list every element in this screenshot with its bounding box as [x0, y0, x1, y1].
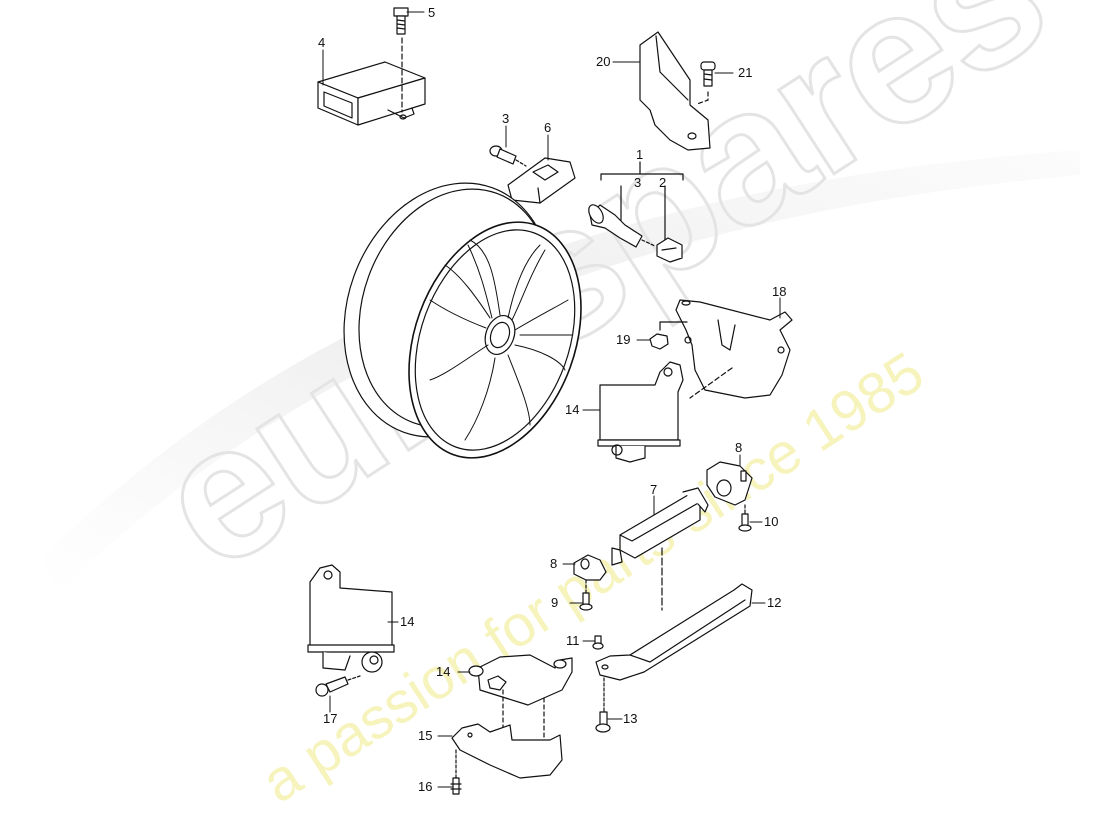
cover-12-icon[interactable] — [595, 583, 753, 713]
callout-11[interactable]: 11 — [566, 633, 580, 648]
callout-6[interactable]: 5 — [428, 5, 436, 20]
nut-icon[interactable] — [649, 321, 688, 350]
valve-group-bracket — [600, 161, 684, 181]
callout-9[interactable]: 8 — [735, 440, 743, 455]
screw-21-icon[interactable] — [696, 61, 716, 105]
leader-lines — [322, 11, 781, 788]
callout-19[interactable]: 19 — [616, 332, 631, 347]
screw-3-icon[interactable] — [489, 145, 527, 167]
callout-17[interactable]: 17 — [323, 711, 338, 726]
bolt-icon[interactable] — [393, 7, 409, 35]
valve-cap-icon[interactable] — [656, 185, 683, 263]
bolt-17-icon[interactable] — [315, 675, 361, 697]
bracket-18-icon[interactable] — [675, 299, 793, 399]
callout-15[interactable]: 15 — [418, 728, 433, 743]
screw-13-icon[interactable] — [595, 711, 611, 733]
transmitter-upper-icon[interactable] — [597, 361, 684, 463]
wheel-rim-icon[interactable] — [310, 154, 612, 482]
control-unit-icon[interactable] — [317, 61, 426, 126]
callout-10-left[interactable]: 9 — [551, 595, 559, 610]
callout-12[interactable]: 12 — [767, 595, 782, 610]
transmitter-bottom-icon[interactable] — [468, 654, 573, 761]
bracket-15-icon[interactable] — [451, 723, 563, 779]
holder-8-icon[interactable] — [573, 554, 607, 594]
callout-16[interactable]: 16 — [418, 779, 433, 794]
callout-4[interactable]: 6 — [544, 120, 552, 135]
callout-5[interactable]: 4 — [318, 35, 326, 50]
callout-14-bottom[interactable]: 14 — [436, 664, 451, 679]
holder-9-icon[interactable] — [706, 461, 753, 515]
bracket-20-icon[interactable] — [639, 31, 711, 151]
callout-10-right[interactable]: 10 — [764, 514, 779, 529]
callout-3-screw[interactable]: 3 — [502, 111, 510, 126]
callout-13[interactable]: 13 — [623, 711, 638, 726]
callout-14-left[interactable]: 14 — [400, 614, 415, 629]
antenna-module-icon[interactable] — [611, 487, 709, 611]
callout-1[interactable]: 1 — [636, 147, 644, 162]
transmitter-left-icon[interactable] — [307, 564, 395, 673]
valve-stem-icon[interactable] — [586, 185, 656, 248]
rivet-11-icon[interactable] — [592, 635, 604, 650]
callout-2[interactable]: 2 — [659, 175, 667, 190]
callout-20[interactable]: 20 — [596, 54, 611, 69]
callout-7[interactable]: 7 — [650, 482, 658, 497]
screw-10-right-icon[interactable] — [738, 513, 752, 532]
callout-21[interactable]: 21 — [738, 65, 753, 80]
screw-10-left-icon[interactable] — [579, 592, 593, 611]
rivet-16-icon[interactable] — [450, 777, 462, 795]
callout-8[interactable]: 8 — [550, 556, 558, 571]
tire-pressure-sensor-icon[interactable] — [507, 157, 576, 204]
callout-14-upper[interactable]: 14 — [565, 402, 580, 417]
callout-3-valve[interactable]: 3 — [634, 175, 642, 190]
callout-18[interactable]: 18 — [772, 284, 787, 299]
